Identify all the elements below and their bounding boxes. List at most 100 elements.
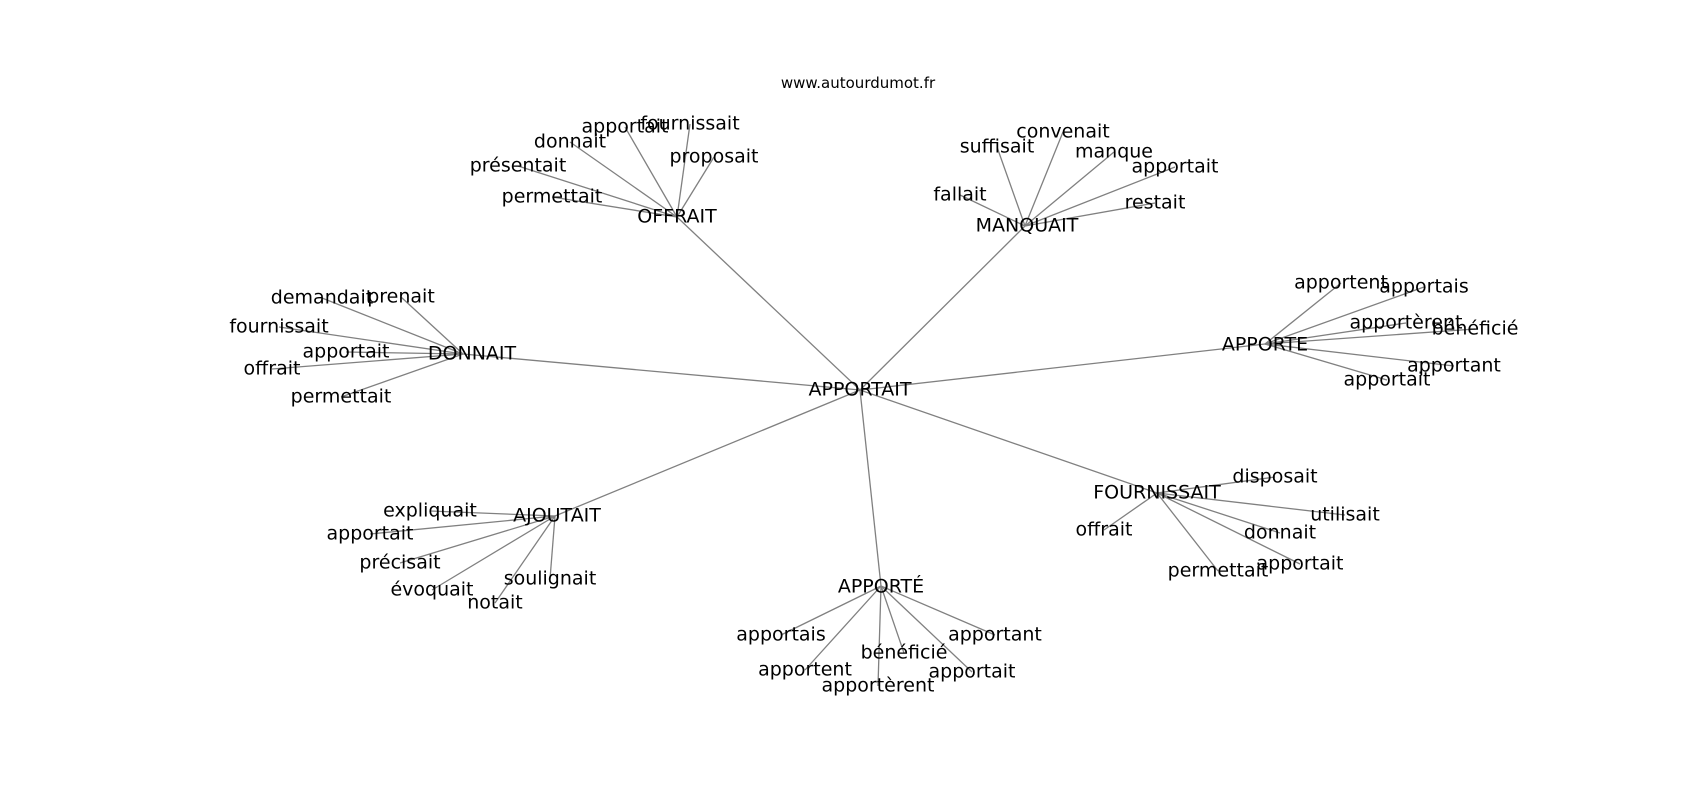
edge-cluster-leaf xyxy=(1024,151,1115,227)
edge-cluster-leaf xyxy=(429,510,556,517)
edge-cluster-leaf xyxy=(271,353,464,370)
leaf-node-label: permettait xyxy=(502,186,603,208)
edge-cluster-leaf xyxy=(880,585,905,654)
leaf-node-label: expliquait xyxy=(383,500,477,522)
leaf-node-label: fournissait xyxy=(229,316,328,338)
edge-center-cluster xyxy=(554,389,861,517)
edge-cluster-leaf xyxy=(321,297,464,355)
cluster-node-label: OFFRAIT xyxy=(637,206,717,228)
leaf-node-label: utilisait xyxy=(1310,504,1380,526)
source-caption: www.autourdumot.fr xyxy=(781,74,936,92)
edge-cluster-leaf xyxy=(1264,286,1425,345)
edge-cluster-leaf xyxy=(1024,202,1156,227)
cluster-node-label: APPORTE xyxy=(1222,334,1308,356)
edge-center-cluster xyxy=(859,389,1158,494)
edge-cluster-leaf xyxy=(1156,492,1281,534)
edge-cluster-leaf xyxy=(676,123,691,218)
graph-edges xyxy=(271,123,1476,687)
cluster-node-label: FOURNISSAIT xyxy=(1093,482,1221,504)
leaf-node-label: prenait xyxy=(367,286,435,308)
leaf-node-label: proposait xyxy=(669,146,758,168)
cluster-node-label: AJOUTAIT xyxy=(513,505,601,527)
cluster-node-label: APPORTÉ xyxy=(838,575,924,598)
leaf-node-label: présentait xyxy=(470,155,567,177)
leaf-node-label: apportait xyxy=(1256,553,1343,575)
leaf-node-label: apportais xyxy=(736,624,825,646)
leaf-node-label: apportait xyxy=(581,116,668,138)
leaf-node-label: donnait xyxy=(1244,522,1316,544)
leaf-node-label: bénéficié xyxy=(1432,318,1519,340)
graph-labels: APPORTAITOFFRAITapportaitfournissaitdonn… xyxy=(229,113,1518,697)
edge-cluster-leaf xyxy=(431,515,556,591)
edge-cluster-leaf xyxy=(959,194,1026,227)
leaf-node-label: convenait xyxy=(1016,121,1109,143)
leaf-node-label: restait xyxy=(1125,192,1186,214)
leaf-node-label: apportait xyxy=(302,341,389,363)
edge-cluster-leaf xyxy=(340,353,464,398)
leaf-node-label: offrait xyxy=(244,358,301,380)
leaf-node-label: apportant xyxy=(948,624,1042,646)
leaf-node-label: disposait xyxy=(1232,466,1317,488)
edge-cluster-leaf xyxy=(369,515,556,535)
leaf-node-label: apportait xyxy=(326,523,413,545)
leaf-node-label: permettait xyxy=(291,386,392,408)
edge-center-cluster xyxy=(859,225,1026,391)
edge-cluster-leaf xyxy=(804,585,882,671)
edge-center-cluster xyxy=(676,216,861,391)
edge-cluster-leaf xyxy=(1156,492,1301,565)
leaf-node-label: soulignait xyxy=(504,568,597,590)
edge-cluster-leaf xyxy=(624,126,678,218)
edge-cluster-leaf xyxy=(399,515,556,564)
leaf-node-label: évoquait xyxy=(390,579,473,601)
edge-cluster-leaf xyxy=(996,146,1026,227)
edge-cluster-leaf xyxy=(1024,131,1064,227)
leaf-node-label: apportent xyxy=(758,659,852,681)
edge-cluster-leaf xyxy=(676,156,715,218)
edge-cluster-leaf xyxy=(517,165,678,218)
leaf-node-label: notait xyxy=(467,592,523,614)
edge-cluster-leaf xyxy=(494,515,556,604)
leaf-node-label: apportant xyxy=(1407,355,1501,377)
edge-center-cluster xyxy=(859,343,1266,391)
cluster-node-label: DONNAIT xyxy=(428,343,517,365)
leaf-node-label: offrait xyxy=(1076,519,1133,541)
edge-cluster-leaf xyxy=(345,351,464,355)
edge-cluster-leaf xyxy=(1156,492,1346,516)
edge-cluster-leaf xyxy=(1264,328,1476,345)
edge-cluster-leaf xyxy=(877,585,882,687)
edge-cluster-leaf xyxy=(1024,166,1176,227)
edge-cluster-leaf xyxy=(880,585,996,636)
edge-cluster-leaf xyxy=(1156,476,1276,494)
leaf-node-label: apportait xyxy=(928,661,1015,683)
leaf-node-label: suffisait xyxy=(960,136,1035,158)
leaf-node-label: manque xyxy=(1075,141,1153,163)
cluster-node-label: MANQUAIT xyxy=(976,215,1079,237)
leaf-node-label: permettait xyxy=(1168,560,1269,582)
center-node-label: APPORTAIT xyxy=(808,379,911,401)
edge-cluster-leaf xyxy=(551,196,678,218)
leaf-node-label: apportèrent xyxy=(822,675,935,697)
leaf-node-label: bénéficié xyxy=(861,642,948,664)
edge-cluster-leaf xyxy=(278,326,464,355)
leaf-node-label: apportait xyxy=(1343,369,1430,391)
edge-cluster-leaf xyxy=(1264,282,1342,345)
edge-cluster-leaf xyxy=(1264,343,1455,367)
leaf-node-label: apportent xyxy=(1294,272,1388,294)
edge-cluster-leaf xyxy=(880,585,973,673)
edge-cluster-leaf xyxy=(1264,343,1388,381)
edge-center-cluster xyxy=(859,389,882,587)
edge-center-cluster xyxy=(462,353,861,391)
edge-cluster-leaf xyxy=(1103,492,1158,531)
edge-cluster-leaf xyxy=(1156,492,1219,572)
edge-cluster-leaf xyxy=(569,141,678,218)
edge-cluster-leaf xyxy=(1264,322,1407,345)
edge-cluster-leaf xyxy=(780,585,882,636)
edge-cluster-leaf xyxy=(400,296,464,355)
leaf-node-label: apportèrent xyxy=(1350,312,1463,334)
leaf-node-label: apportais xyxy=(1379,276,1468,298)
leaf-node-label: fournissait xyxy=(640,113,739,135)
leaf-node-label: donnait xyxy=(534,131,606,153)
leaf-node-label: fallait xyxy=(933,184,986,206)
edge-cluster-leaf xyxy=(549,515,556,580)
